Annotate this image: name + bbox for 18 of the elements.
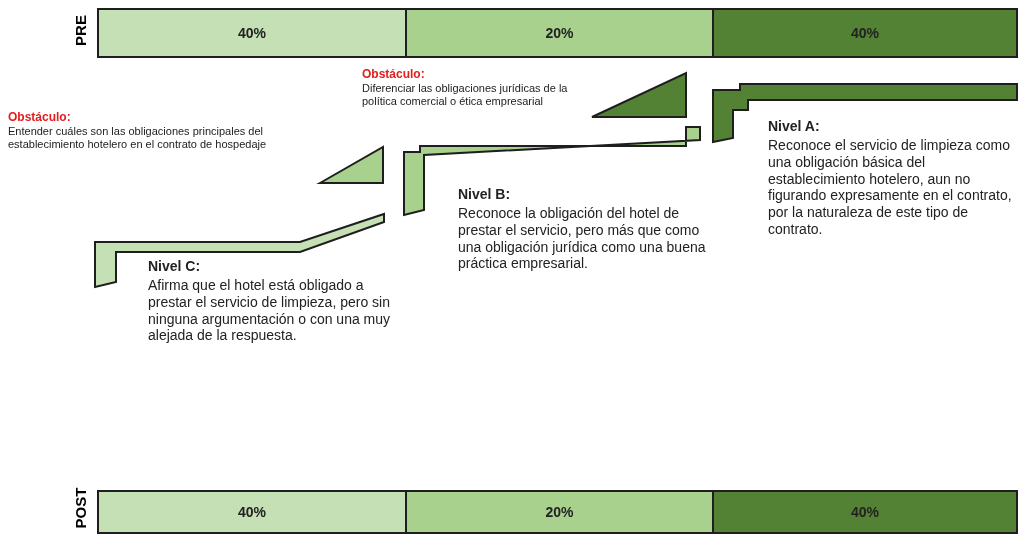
percentage-bar-segment: 20% xyxy=(405,490,714,534)
obstacle-text: Diferenciar las obligaciones jurídicas de la política comercial o ética empresarial xyxy=(362,82,569,109)
obstacle-heading: Obstáculo: xyxy=(8,110,72,125)
percentage-bar-segment: 40% xyxy=(97,490,407,534)
level-description: Afirma que el hotel está obligado a prestar el servicio de limpieza, pero sin ninguna argumentación o con una muy alejada de la respuesta. xyxy=(148,277,392,345)
level-description: Reconoce el servicio de limpieza como una obligación básica del establecimiento hotelero, aun no figurando expresamente en el contrato, por la naturaleza de este tipo de contrato. xyxy=(768,137,1013,238)
level-heading: Nivel B: xyxy=(458,186,512,203)
level-description: Reconoce la obligación del hotel de prestar el servicio, pero más que como una obligación jurídica como una buena práctica empresarial. xyxy=(458,205,707,273)
level-heading: Nivel A: xyxy=(768,118,821,135)
percentage-bar-segment: 40% xyxy=(712,490,1018,534)
percentage-bar-segment: 40% xyxy=(97,8,407,58)
row-label: POST xyxy=(71,488,89,529)
percentage-bar-segment: 20% xyxy=(405,8,714,58)
obstacle-heading: Obstáculo: xyxy=(362,67,426,82)
obstacle-text: Entender cuáles son las obligaciones principales del establecimiento hotelero en el contrato de hospedaje xyxy=(8,125,268,152)
percentage-bar-segment: 40% xyxy=(712,8,1018,58)
level-heading: Nivel C: xyxy=(148,258,202,275)
row-label: PRE xyxy=(71,14,89,48)
